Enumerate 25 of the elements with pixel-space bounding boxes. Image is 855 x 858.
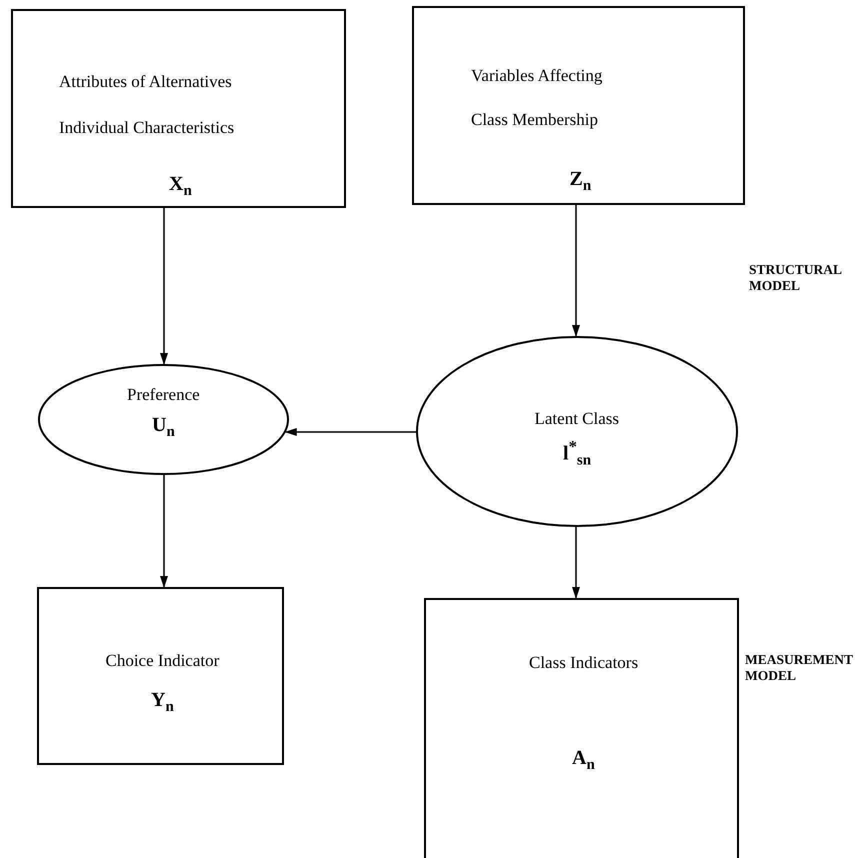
variable-symbol: X$_{n}$: [169, 173, 192, 200]
node-label: Variables Affecting Class Membership: [471, 65, 604, 132]
node-label: Individual Characteristics: [59, 119, 234, 138]
latent-variable-ellipse: [416, 336, 738, 527]
process-box: [412, 6, 745, 205]
model-label: MEASUREMENT MODEL: [745, 652, 851, 684]
process-box: [424, 598, 739, 858]
model-label: STRUCTURAL MODEL: [749, 262, 842, 294]
node-label: Attributes of Alternatives: [59, 73, 232, 92]
arrow: [160, 208, 168, 365]
arrow: [160, 475, 168, 588]
process-box: [37, 587, 284, 765]
node-label: Latent Class: [534, 410, 620, 429]
latent-variable-ellipse: [38, 364, 289, 475]
arrow: [572, 205, 580, 337]
process-box: [11, 9, 346, 208]
arrow: [284, 428, 416, 436]
node-label: Preference: [127, 386, 200, 405]
node-label: Class Indicators: [529, 654, 638, 673]
variable-symbol: A$_{n}$: [572, 747, 595, 774]
variable-symbol: Y$_{n}$: [151, 689, 174, 716]
arrow: [572, 527, 580, 599]
node-label: Choice Indicator: [106, 652, 220, 671]
variable-symbol: U$_{n}$: [152, 414, 175, 440]
variable-symbol: Z$_{n}$: [570, 168, 592, 194]
